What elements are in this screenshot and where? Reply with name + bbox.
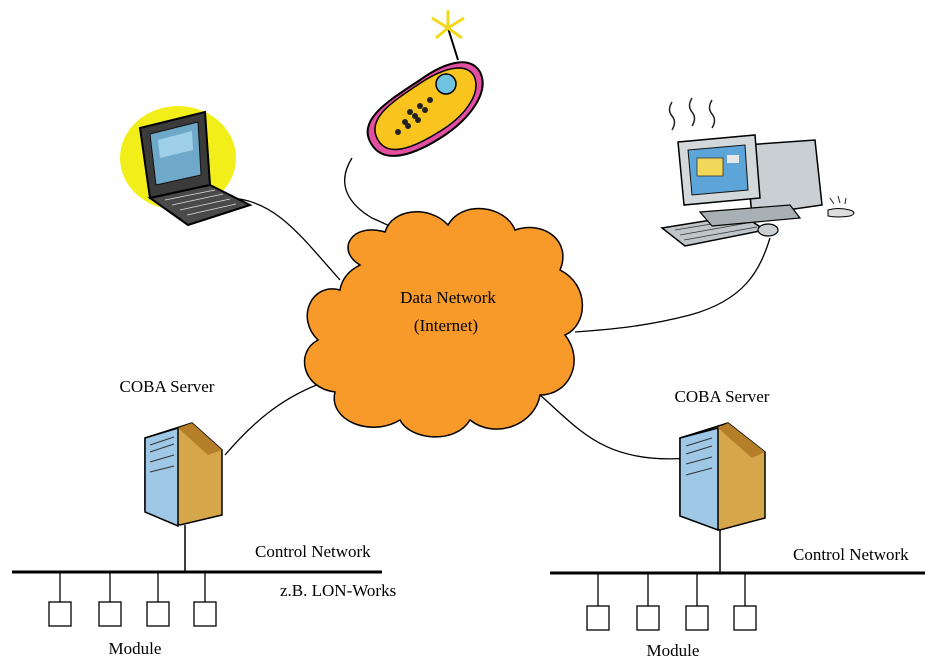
left-control-network bbox=[12, 525, 382, 602]
laptop-icon bbox=[120, 106, 253, 227]
data-network-cloud: Data Network (Internet) bbox=[303, 208, 584, 438]
server-tower-icon bbox=[144, 422, 223, 528]
cloud-subtitle: (Internet) bbox=[414, 316, 478, 335]
cloud-title: Data Network bbox=[400, 288, 496, 307]
right-module-label: Module bbox=[647, 641, 700, 660]
left-module-label: Module bbox=[109, 639, 162, 658]
mobile-phone-icon bbox=[366, 10, 484, 157]
left-server-label: COBA Server bbox=[120, 377, 215, 396]
server-tower-icon bbox=[679, 422, 766, 532]
left-network-label: Control Network bbox=[255, 542, 371, 561]
module-box bbox=[636, 605, 660, 631]
link-leftserver-cloud bbox=[224, 379, 331, 456]
desktop-computer-icon bbox=[660, 97, 855, 247]
link-pc-cloud bbox=[574, 237, 771, 333]
module-box bbox=[48, 601, 72, 627]
module-box bbox=[586, 605, 610, 631]
link-rightserver-cloud bbox=[539, 394, 691, 460]
right-control-network bbox=[550, 530, 925, 606]
module-box bbox=[146, 601, 170, 627]
link-laptop-cloud bbox=[229, 197, 341, 281]
module-box bbox=[193, 601, 217, 627]
module-box bbox=[733, 605, 757, 631]
module-box bbox=[685, 605, 709, 631]
module-box bbox=[98, 601, 122, 627]
right-server-label: COBA Server bbox=[675, 387, 770, 406]
connection-lines bbox=[224, 157, 771, 460]
left-network-sublabel: z.B. LON-Works bbox=[280, 581, 396, 600]
right-network-label: Control Network bbox=[793, 545, 909, 564]
